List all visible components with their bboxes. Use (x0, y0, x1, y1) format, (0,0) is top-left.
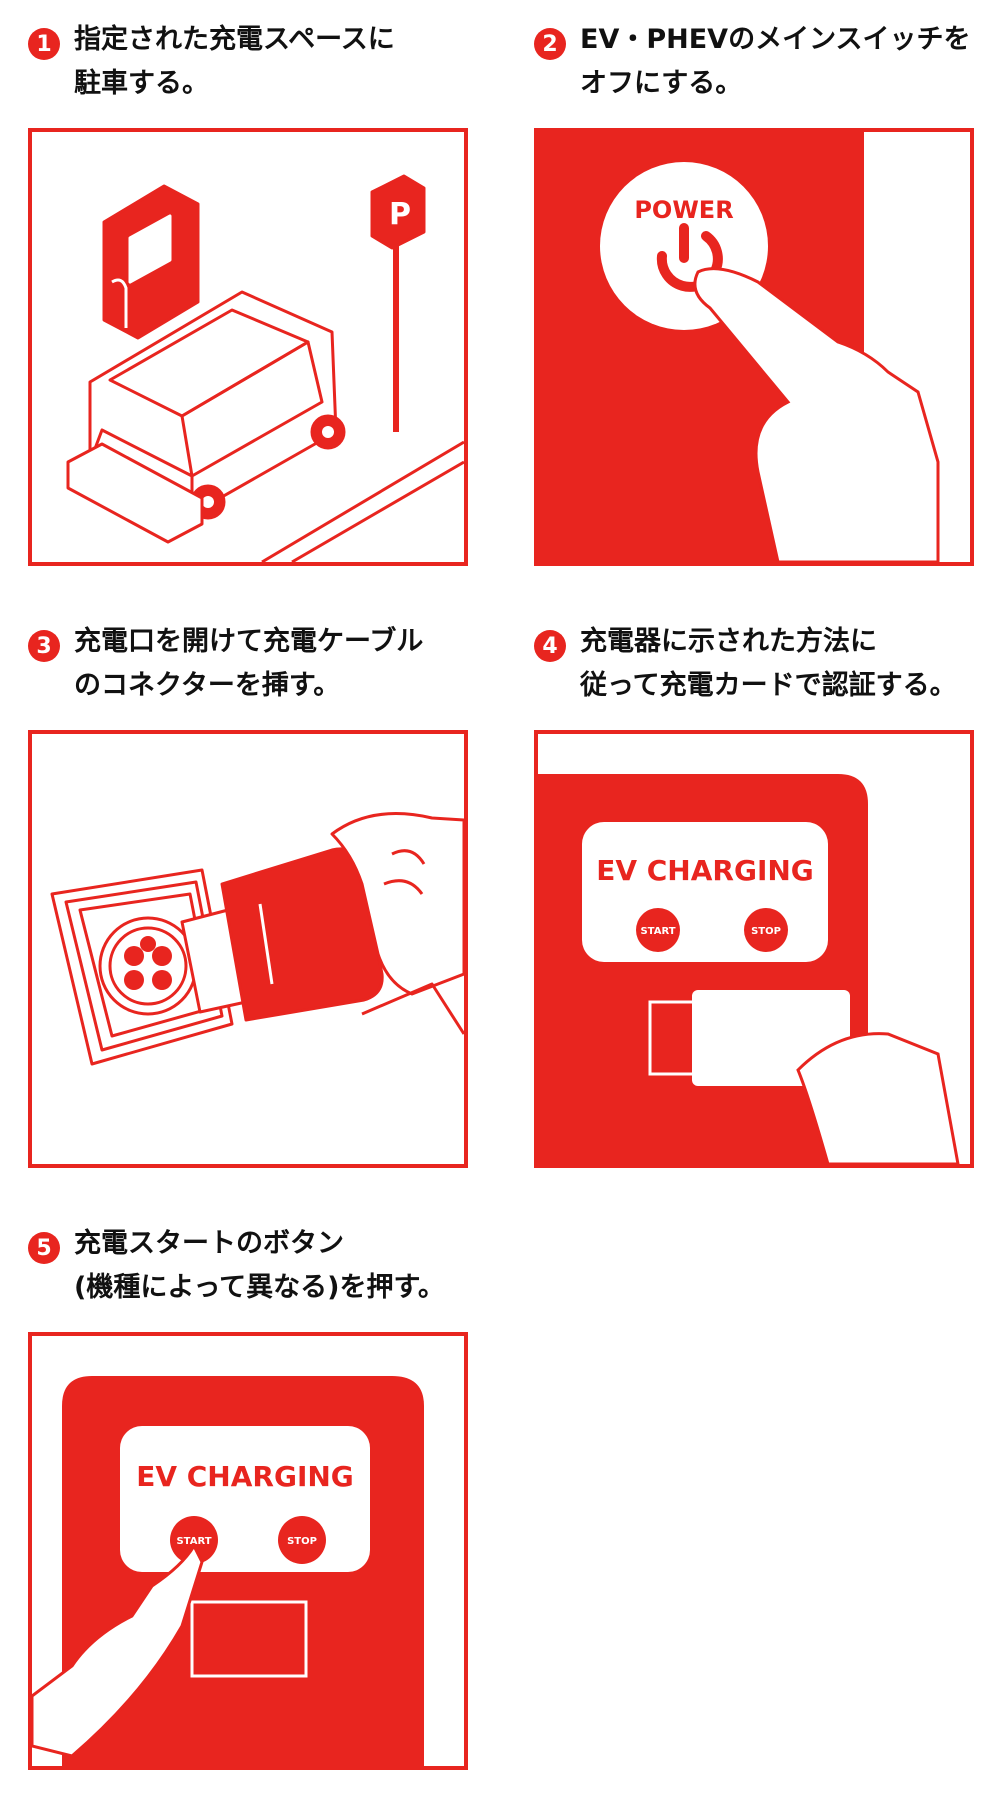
parking-car-illustration: P (66, 174, 464, 562)
power-label: POWER (634, 196, 733, 224)
start-button-label: START (640, 926, 675, 937)
card-auth-illustration: EV CHARGING START STOP (538, 774, 960, 1164)
step-1-header: 1 指定された充電スペースに 駐車する。 (28, 24, 395, 106)
step-caption: 充電スタートのボタン (機種によって異なる)を押す。 (74, 1228, 445, 1303)
step-5-header: 5 充電スタートのボタン (機種によって異なる)を押す。 (28, 1228, 445, 1310)
start-button-illustration: EV CHARGING START STOP (32, 1376, 424, 1766)
stop-button-label: STOP (751, 926, 781, 937)
step-3: 3 充電口を開けて充電ケーブル のコネクターを挿す。 (28, 626, 468, 1168)
start-button-label[interactable]: START (176, 1536, 211, 1547)
step-5-illustration: EV CHARGING START STOP (28, 1332, 468, 1770)
step-1: 1 指定された充電スペースに 駐車する。 (28, 24, 468, 566)
step-4-illustration: EV CHARGING START STOP (534, 730, 974, 1168)
step-number-badge: 5 (28, 1232, 60, 1264)
step-1-illustration: P (28, 128, 468, 566)
connector-plug-illustration (50, 812, 464, 1066)
step-caption: 指定された充電スペースに 駐車する。 (74, 24, 395, 99)
step-2-illustration: POWER (534, 128, 974, 566)
step-4-header: 4 充電器に示された方法に 従って充電カードで認証する。 (534, 626, 957, 708)
ev-charging-title: EV CHARGING (136, 1460, 354, 1493)
step-3-illustration (28, 730, 468, 1168)
step-caption: 充電器に示された方法に 従って充電カードで認証する。 (580, 626, 957, 701)
step-5: 5 充電スタートのボタン (機種によって異なる)を押す。 EV CHARGING… (28, 1228, 488, 1770)
step-number-badge: 3 (28, 630, 60, 662)
ev-charging-title: EV CHARGING (596, 854, 814, 887)
parking-sign-label: P (389, 197, 411, 232)
step-number-badge: 1 (28, 28, 60, 60)
step-4: 4 充電器に示された方法に 従って充電カードで認証する。 EV CHARGING… (534, 626, 994, 1168)
step-number-badge: 2 (534, 28, 566, 60)
power-switch-illustration: POWER (600, 132, 970, 562)
stop-button-label: STOP (287, 1536, 317, 1547)
step-2-header: 2 EV・PHEVのメインスイッチを オフにする。 (534, 24, 971, 106)
step-caption: EV・PHEVのメインスイッチを オフにする。 (580, 24, 971, 99)
step-caption: 充電口を開けて充電ケーブル のコネクターを挿す。 (74, 626, 424, 701)
step-2: 2 EV・PHEVのメインスイッチを オフにする。 POWER (534, 24, 974, 566)
step-number-badge: 4 (534, 630, 566, 662)
step-3-header: 3 充電口を開けて充電ケーブル のコネクターを挿す。 (28, 626, 423, 708)
